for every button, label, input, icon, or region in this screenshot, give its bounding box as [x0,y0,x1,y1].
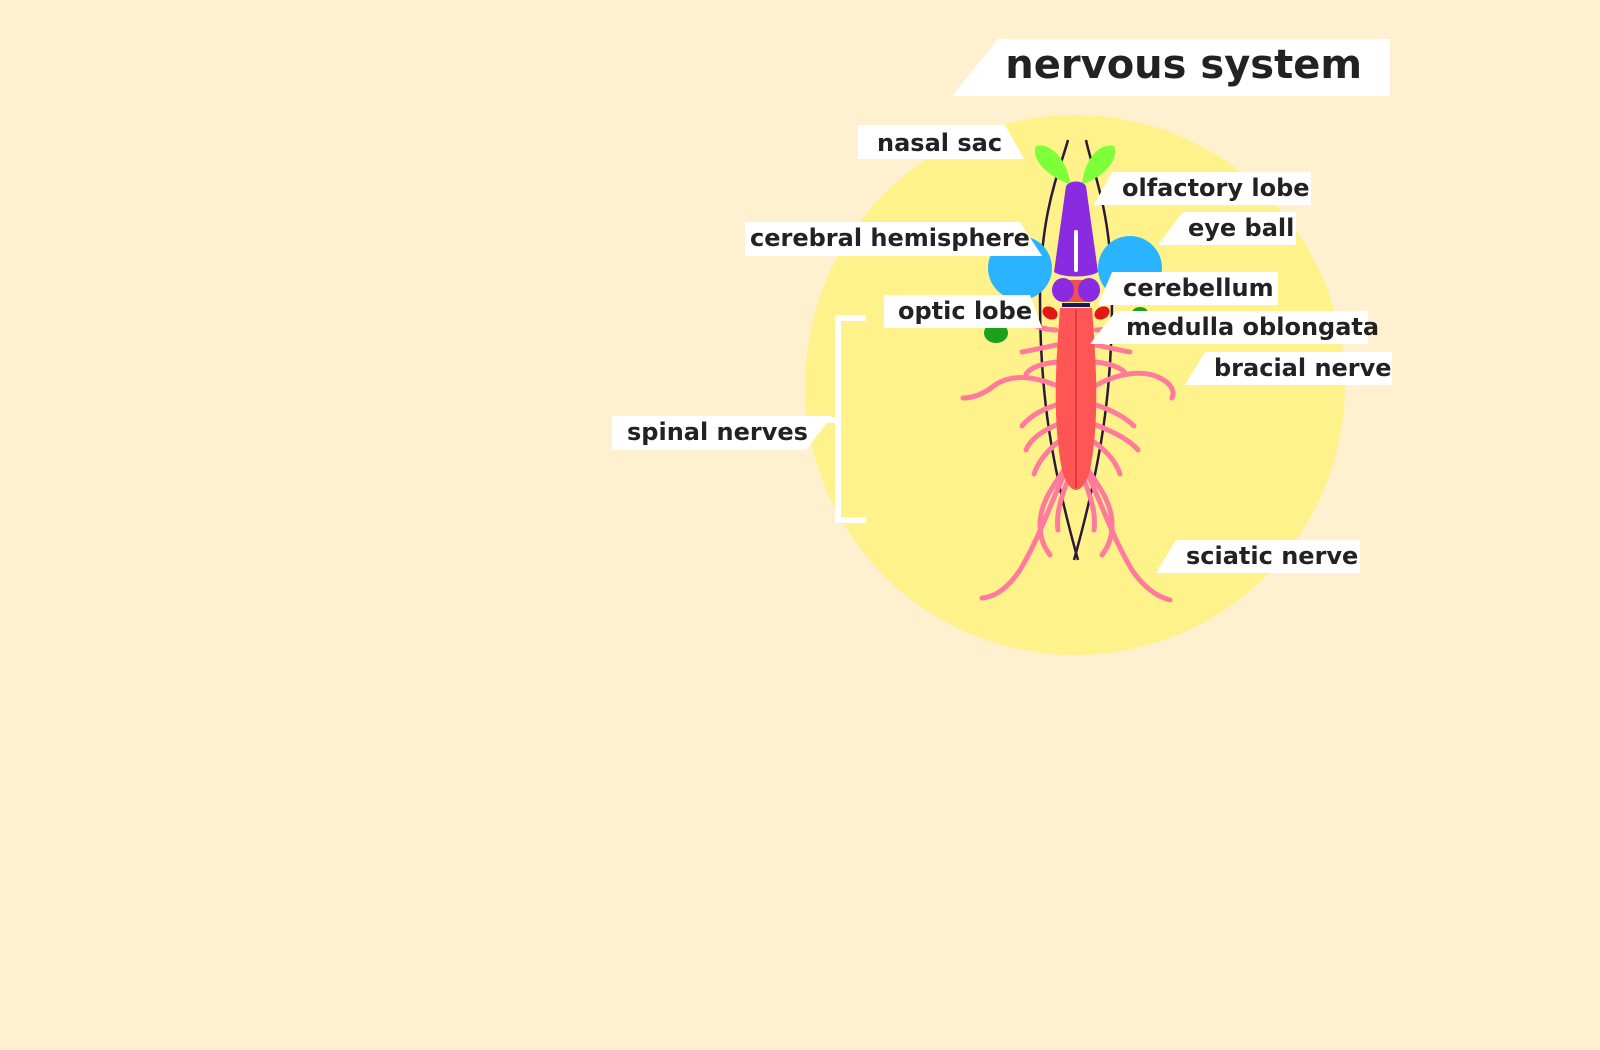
svg-text:sciatic nerve: sciatic nerve [1186,542,1358,570]
bracial-nerve-left [960,375,1058,401]
label-cerebral-hemisphere: cerebral hemisphere [745,222,1042,256]
svg-text:bracial nerve: bracial nerve [1214,354,1392,382]
svg-text:optic lobe: optic lobe [898,297,1032,325]
label-spinal-nerves: spinal nerves [612,416,832,450]
optic-lobe-left [1042,306,1058,320]
title-banner: nervous system [952,39,1390,96]
svg-text:spinal nerves: spinal nerves [627,418,808,446]
svg-text:cerebellum: cerebellum [1123,274,1274,302]
cerebral-hemisphere-left [1052,278,1074,302]
optic-lobe-right [1094,306,1110,320]
svg-text:medulla oblongata: medulla oblongata [1126,313,1379,341]
label-sciatic-nerve: sciatic nerve [1156,540,1360,573]
svg-text:eye ball: eye ball [1188,214,1294,242]
label-eye-ball: eye ball [1158,212,1296,245]
cerebral-hemisphere-right [1078,278,1100,302]
svg-text:olfactory lobe: olfactory lobe [1122,174,1310,202]
bracial-nerve-right [1094,370,1176,401]
olfactory-lobe [1054,181,1098,277]
page-title: nervous system [1005,42,1362,88]
sciatic-nerve-left [979,467,1069,601]
label-nasal-sac: nasal sac [858,125,1024,159]
label-medulla-oblongata: medulla oblongata [1090,311,1379,344]
svg-text:nasal sac: nasal sac [877,129,1002,157]
svg-text:cerebral hemisphere: cerebral hemisphere [750,224,1030,252]
label-optic-lobe: optic lobe [884,295,1042,328]
sciatic-nerve-right [1083,467,1173,603]
label-olfactory-lobe: olfactory lobe [1094,172,1311,205]
nasal-sac [1034,145,1116,184]
label-bracial-nerve: bracial nerve [1185,352,1392,385]
label-cerebellum: cerebellum [1098,272,1278,305]
